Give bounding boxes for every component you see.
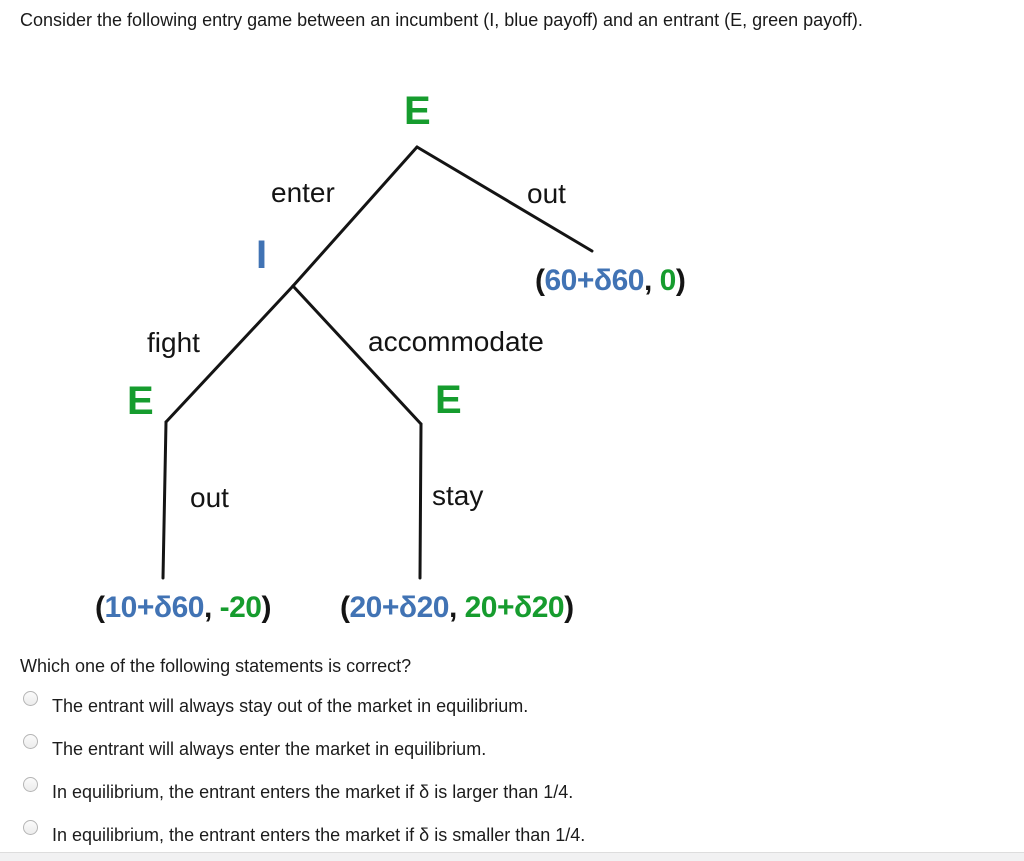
- page-title: Consider the following entry game betwee…: [20, 10, 863, 30]
- option-label[interactable]: The entrant will always stay out of the …: [52, 696, 529, 716]
- payoff-separator: ,: [203, 591, 220, 624]
- edge-accommodate-line: [291, 284, 423, 426]
- radio-button[interactable]: [23, 777, 38, 792]
- option-label[interactable]: In equilibrium, the entrant enters the m…: [52, 782, 574, 802]
- game-tree: [161, 145, 594, 580]
- option-label[interactable]: The entrant will always enter the market…: [52, 739, 487, 759]
- payoff-paren: (: [340, 591, 350, 624]
- payoff-paren: ): [261, 591, 271, 624]
- payoff-paren: ): [675, 264, 686, 297]
- edge-stay-line: [418, 422, 423, 580]
- option-row-delta-smaller[interactable]: In equilibrium, the entrant enters the m…: [0, 814, 1024, 854]
- edge-label-stay: stay: [432, 480, 484, 511]
- payoff-incumbent-value: 10+δ60: [104, 591, 205, 624]
- edge-out-bottom-line: [161, 420, 168, 580]
- payoff-entrant-value: 20+δ20: [464, 591, 565, 624]
- edge-label-fight: fight: [147, 327, 200, 358]
- horizontal-scrollbar-track[interactable]: [0, 852, 1024, 861]
- payoff-entrant-value: -20: [219, 591, 262, 624]
- option-row-delta-larger[interactable]: In equilibrium, the entrant enters the m…: [0, 771, 1024, 811]
- question-text: Which one of the following statements is…: [20, 656, 412, 676]
- payoff-incumbent-value: 20+δ20: [349, 591, 450, 624]
- node-entrant-left: E: [127, 379, 154, 423]
- edge-label-enter: enter: [271, 177, 335, 208]
- node-entrant-root: E: [404, 89, 431, 133]
- payoff-incumbent-value: 60+δ60: [544, 264, 645, 297]
- edge-fight-line: [164, 284, 295, 424]
- payoff-out: (60+δ60, 0): [535, 264, 686, 297]
- payoff-separator: ,: [643, 264, 660, 297]
- payoff-paren: (: [535, 264, 545, 297]
- edge-out-top-line: [415, 145, 594, 253]
- option-row-stay-out[interactable]: The entrant will always stay out of the …: [0, 685, 1024, 725]
- radio-button[interactable]: [23, 734, 38, 749]
- payoff-accommodate-stay: (20+δ20, 20+δ20): [340, 591, 574, 624]
- edge-label-accommodate: accommodate: [368, 326, 544, 357]
- option-label[interactable]: In equilibrium, the entrant enters the m…: [52, 825, 586, 845]
- payoff-paren: (: [95, 591, 105, 624]
- payoff-entrant-value: 0: [659, 264, 677, 297]
- edge-label-out-top: out: [527, 178, 566, 209]
- payoff-paren: ): [564, 591, 574, 624]
- radio-button[interactable]: [23, 691, 38, 706]
- node-entrant-right: E: [435, 378, 462, 422]
- edge-enter-line: [291, 145, 419, 288]
- payoff-separator: ,: [448, 591, 465, 624]
- node-incumbent: I: [256, 233, 268, 277]
- payoff-fight-out: (10+δ60, -20): [95, 591, 271, 624]
- option-row-always-enter[interactable]: The entrant will always enter the market…: [0, 728, 1024, 768]
- radio-button[interactable]: [23, 820, 38, 835]
- edge-label-out-bottom: out: [190, 482, 229, 513]
